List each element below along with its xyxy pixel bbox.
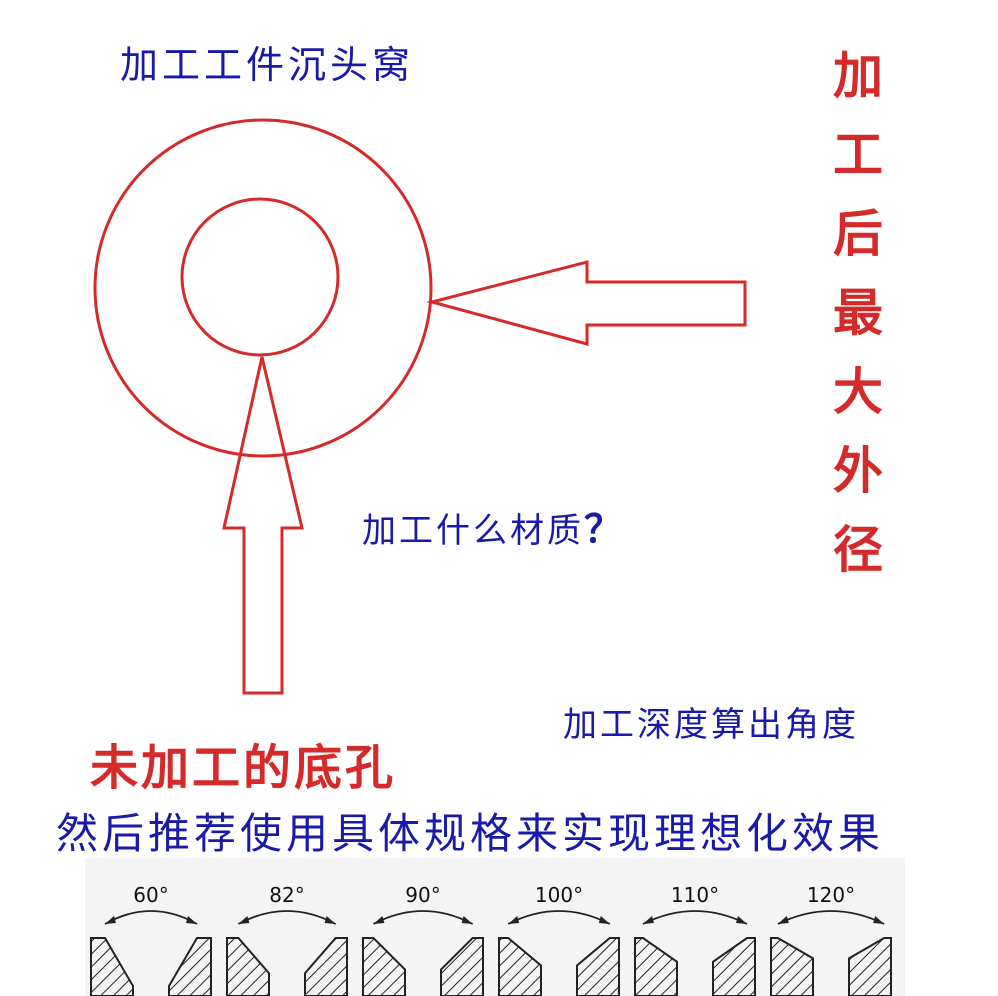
countersink-profile: 100° [498,883,620,996]
angle-label: 110° [671,883,719,907]
hatched-block-right [576,937,620,996]
arc-arrowhead-left [508,916,520,924]
arc-arrowhead-right [186,916,197,924]
arc-arrowhead-left [238,916,250,924]
countersink-profile: 60° [90,883,212,996]
countersink-workpiece-label: 加工工件沉头窝 [120,43,415,87]
hatched-block-left [634,937,678,996]
angle-arc [777,910,885,925]
recommendation-text: 然后推荐使用具体规格来实现理想化效果 [56,809,885,858]
angle-label: 60° [133,883,168,907]
arc-arrowhead-right [461,916,473,924]
angle-arc [237,910,337,925]
inner-circle [180,197,340,357]
question-mark: ？ [584,507,626,551]
countersink-profile: 82° [226,883,348,996]
arc-arrowhead-left [643,916,654,924]
unprocessed-hole-label: 未加工的底孔 [90,740,397,796]
depth-to-angle-label: 加工深度算出角度 [563,705,859,745]
arc-arrowhead-right [598,916,610,924]
hatched-block-right [304,937,348,996]
countersink-profile: 110° [634,883,756,996]
angle-arc [104,910,198,925]
angle-arc [507,910,611,925]
hatched-block-left [226,937,270,996]
material-question: 加工什么材质？ [362,498,625,553]
countersink-profile: 120° [770,883,892,996]
hatched-block-right [848,937,892,996]
max-outer-diameter-label: 加工后最大外径 [833,46,883,579]
arc-arrowhead-right [324,916,336,924]
arc-arrowhead-left [105,916,116,924]
arc-arrowhead-left [777,916,789,924]
outer-circle [93,118,433,458]
angle-arc [642,910,748,925]
angle-profiles: 60° 82° 90° 100° 110° 120° [90,883,892,996]
angle-label: 90° [405,883,440,907]
countersink-angle-strip: 60° 82° 90° 100° 110° 120° [85,858,905,996]
hatched-block-left [498,937,542,996]
arc-arrowhead-right [736,916,747,924]
angle-label: 82° [269,883,304,907]
hatched-block-left [770,937,814,996]
countersink-profile: 90° [362,883,484,996]
hatched-block-right [168,937,212,996]
arc-arrowhead-left [373,916,385,924]
hatched-block-right [712,937,756,996]
angle-arc [372,910,474,925]
hatched-block-left [90,937,134,996]
angle-label: 120° [807,883,855,907]
arc-arrowhead-right [873,916,885,924]
arrow-to-outer-diameter [426,260,747,346]
hatched-block-right [440,937,484,996]
arrow-to-bottom-hole [222,356,304,695]
hatched-block-left [362,937,406,996]
material-question-text: 加工什么材质 [362,511,584,551]
angle-label: 100° [535,883,583,907]
